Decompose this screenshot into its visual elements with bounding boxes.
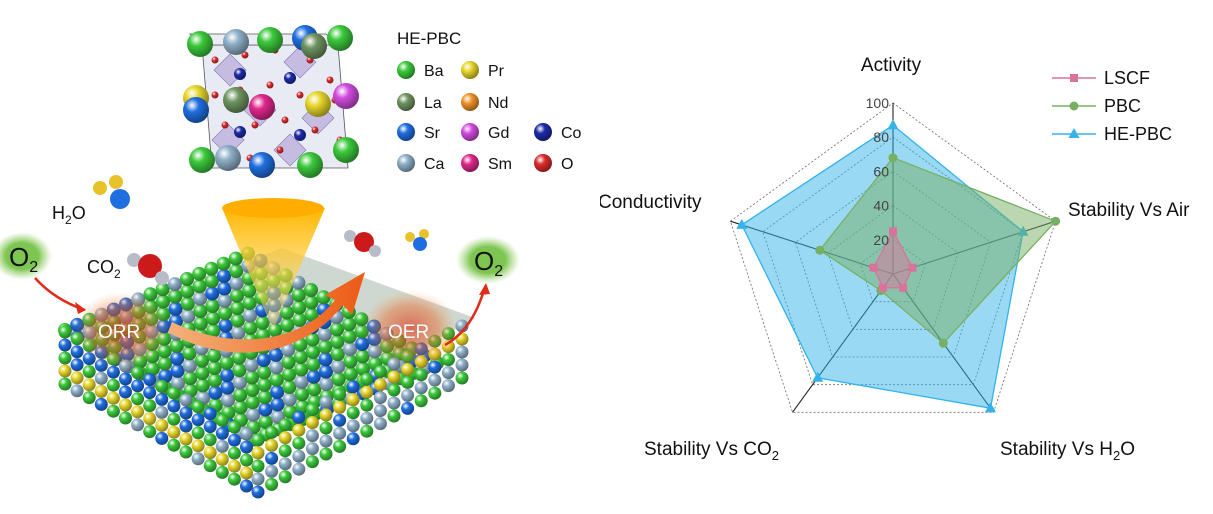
data-point [1051,216,1061,226]
legend-item-ba: Ba [397,61,444,80]
data-point [812,371,824,382]
data-point [889,227,897,236]
legend-item-la: La [397,93,442,112]
oer-glow [362,290,458,366]
legend-label: Sm [488,156,512,173]
tick-label: 80 [873,129,889,145]
co2-label: CO2 [87,257,121,281]
legend-label: Sr [424,125,441,142]
legend-item-nd: Nd [461,93,508,112]
legend-dot [461,123,479,141]
o2-right-arrowhead [479,283,490,295]
o2-right-arrow [444,289,486,347]
data-point [869,263,878,272]
legend-title: HE-PBC [397,29,461,48]
legend-label: Gd [488,125,509,142]
legend-dot [397,123,415,141]
o2-left-label: O2 [9,242,38,276]
data-point [899,283,908,292]
o2-left-arrowhead [75,302,86,314]
co2-molecule-right-icon [344,230,381,257]
data-point [888,153,898,163]
legend-marker [1068,128,1080,138]
legend-label: La [424,95,442,112]
legend-item-lscf: LSCF [1052,68,1150,88]
data-point [908,263,917,272]
legend-item-he-pbc: HE-PBC [1052,124,1172,144]
axis-label-stability-vs-air: Stability Vs Air [1068,200,1190,221]
h2o-molecule-right-icon [405,229,429,251]
data-point [938,338,948,348]
orr-glow [74,292,170,368]
legend-dot [461,154,479,172]
legend-label: Pr [488,63,505,80]
legend-label: LSCF [1104,68,1150,88]
legend-label: Ca [424,156,445,173]
h2o-molecule-icon [93,175,130,209]
legend-label: O [561,156,573,173]
legend-marker [1069,101,1079,111]
reaction-arrow [168,272,365,353]
oer-label: OER [388,322,429,343]
radar-tick-labels: 20 40 60 80 100 [866,95,890,248]
series-area [818,156,1057,345]
legend-dot [461,61,479,79]
series-lscf [869,227,917,292]
axis-label-activity: Activity [861,55,922,76]
series-area [872,229,914,289]
legend-item-co: Co [534,123,582,142]
data-point [887,119,899,130]
legend-item-pbc: PBC [1052,96,1141,116]
radar-series [736,119,1061,413]
legend-item-sr: Sr [397,123,441,142]
chart-legend: LSCF PBC HE-PBC [1052,68,1172,144]
o2-right-glow [456,236,520,284]
legend-item-sm: Sm [461,154,512,173]
axis-label-stability-vs-h: Stability Vs H2O [1000,439,1135,463]
tick-label: 40 [873,198,889,214]
tick-label: 60 [873,163,889,179]
orr-label: ORR [98,322,140,343]
legend-dot [534,123,552,141]
co2-molecule-icon [127,253,169,285]
legend-label: Nd [488,95,508,112]
legend-label: PBC [1104,96,1141,116]
legend-label: Co [561,125,582,142]
h2o-label: H2O [52,203,86,227]
tick-label: 100 [866,95,890,111]
axis-label-stability-vs-co: Stability Vs CO2 [644,439,779,463]
legend-item-gd: Gd [461,123,509,142]
tick-label: 20 [873,232,889,248]
legend-dot [397,154,415,172]
data-point [985,402,996,413]
legend-label: Ba [424,63,444,80]
light-cone [222,208,325,330]
axis-label-conductivity: Conductivity [600,192,702,213]
legend-dot [397,93,415,111]
crystal-structure-image [183,25,359,178]
legend-label: HE-PBC [1104,124,1172,144]
legend-item-o: O [534,154,573,173]
o2-right-label: O2 [474,246,503,280]
legend-item-ca: Ca [397,154,445,173]
data-point [878,283,887,292]
light-cone-top [222,198,324,218]
o2-left-glow [0,232,52,280]
legend-marker [1070,74,1078,82]
data-point [736,218,748,229]
grid-ring [729,102,1057,413]
legend-dot [397,61,415,79]
data-point [815,245,825,255]
legend-item-pr: Pr [461,61,505,80]
legend-dot [534,154,552,172]
legend-dot [461,93,479,111]
